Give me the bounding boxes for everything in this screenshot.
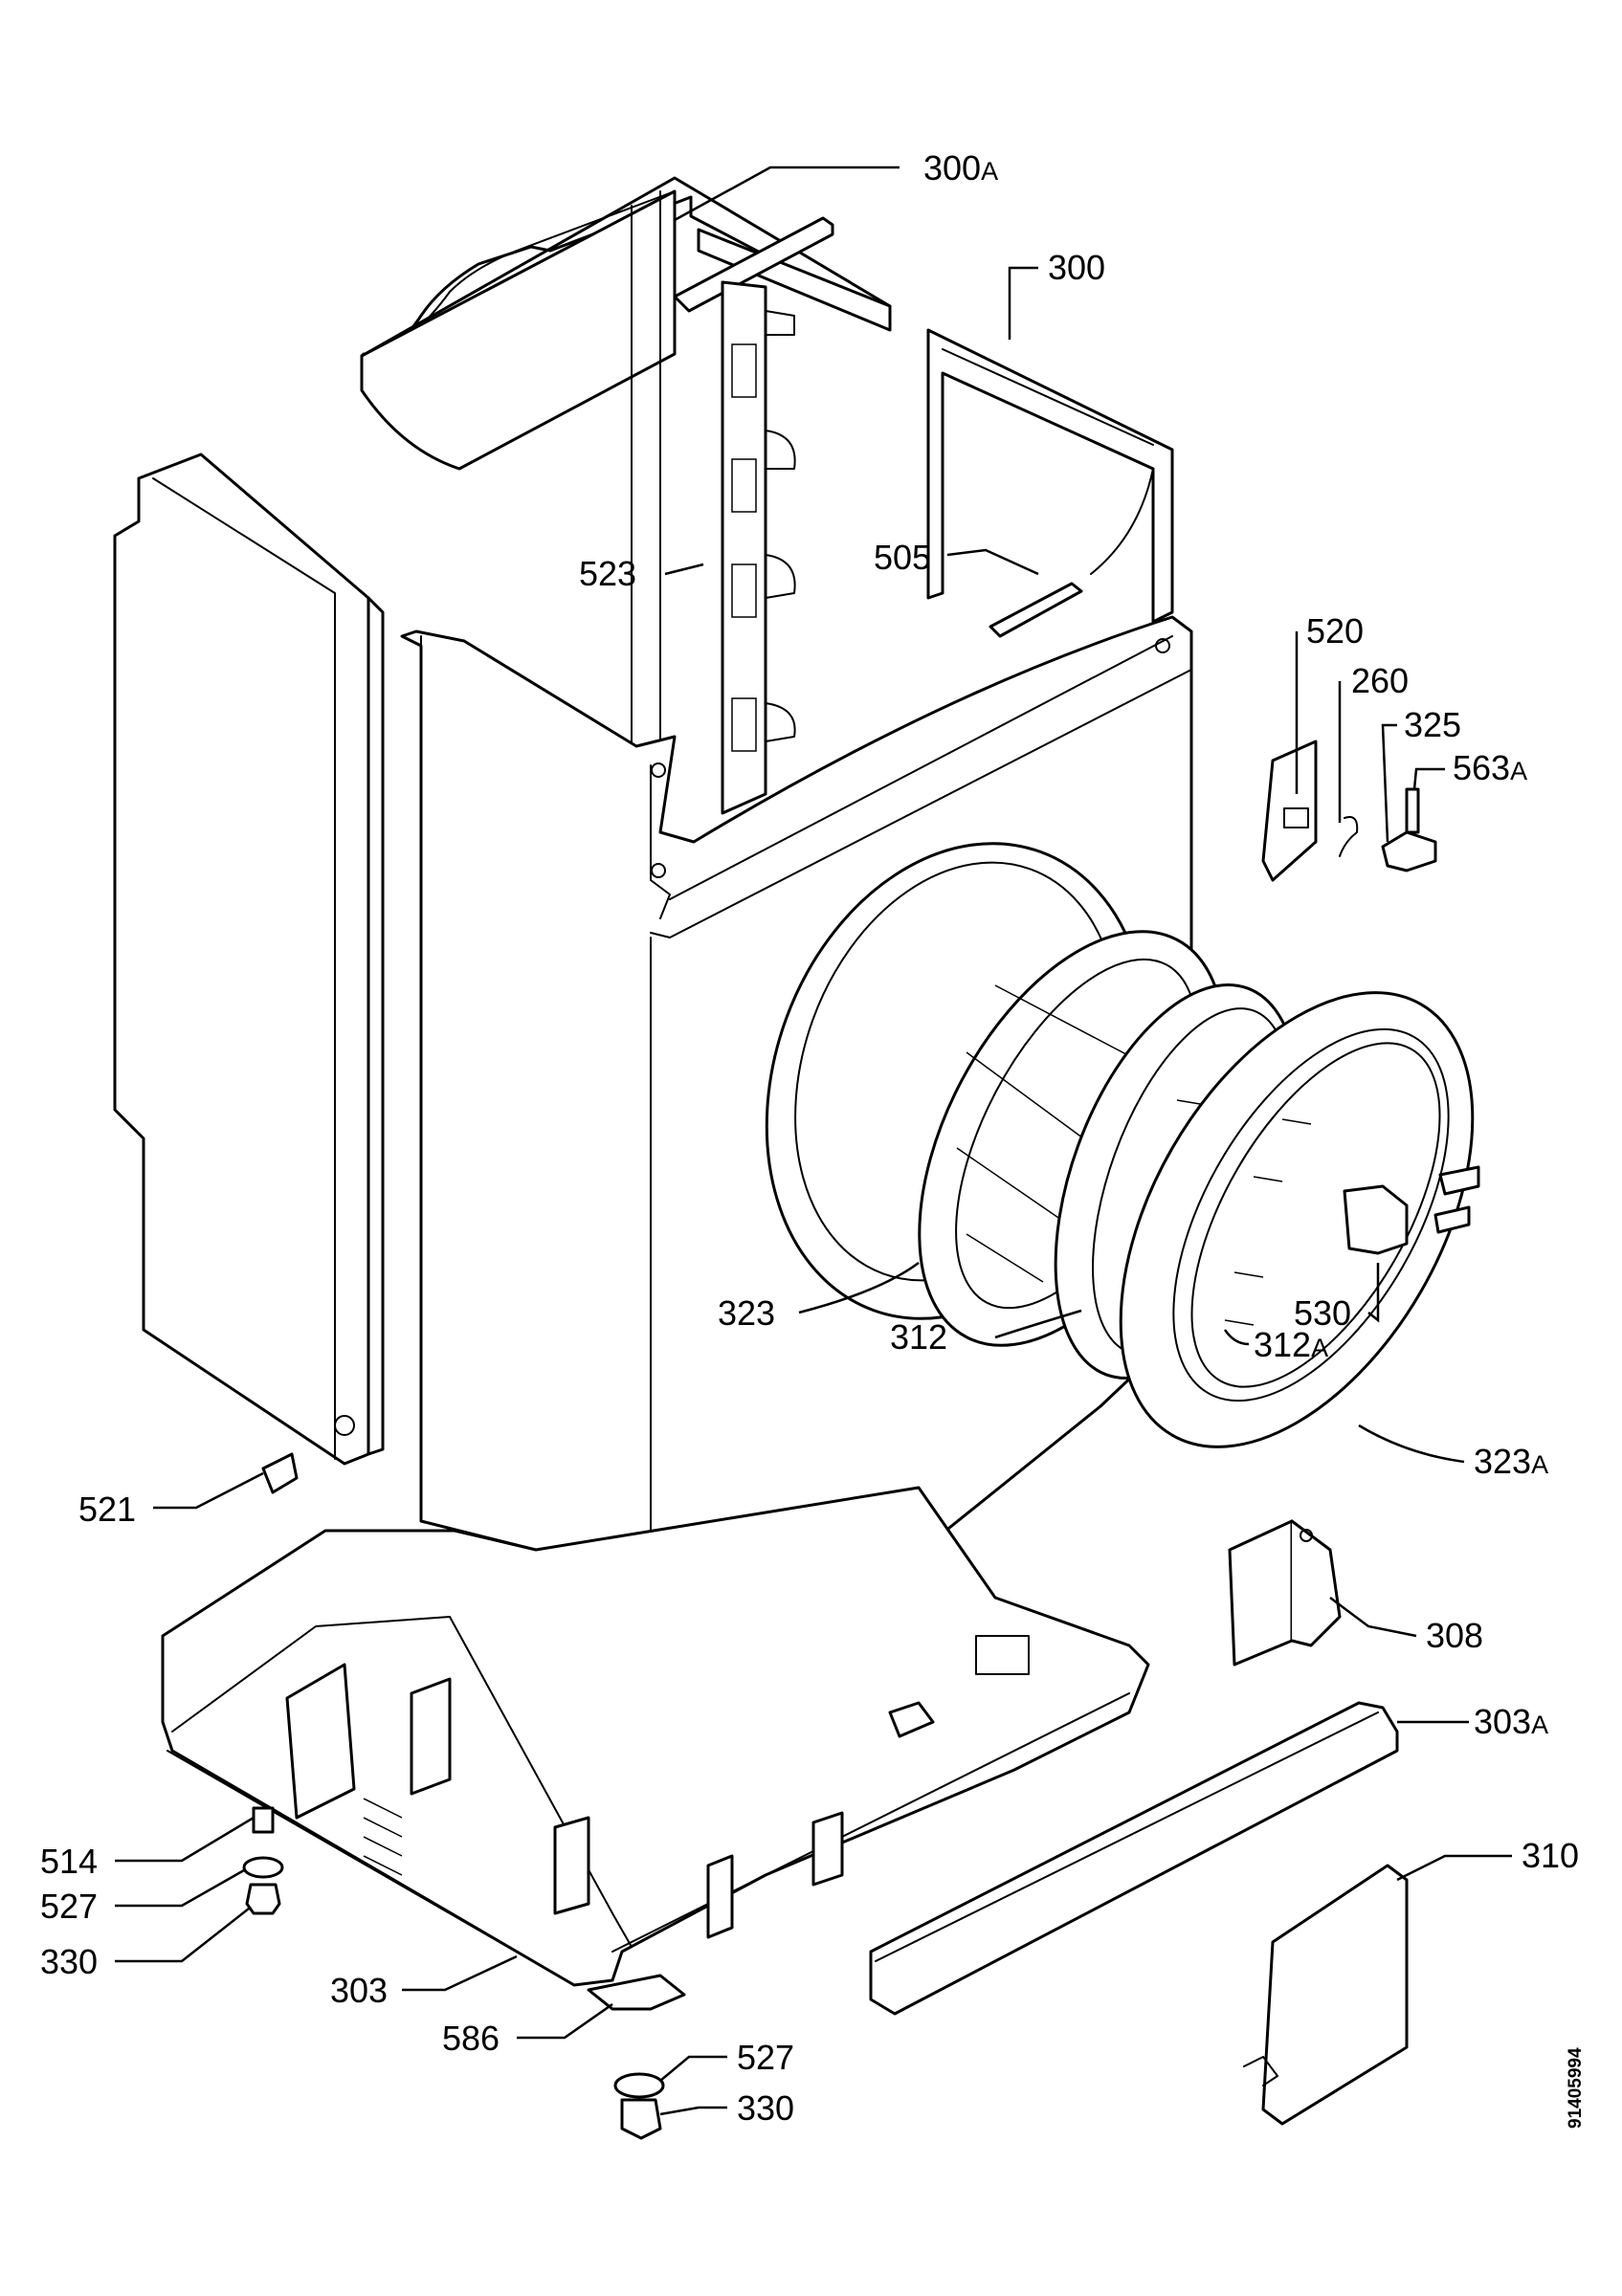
callout-330-right: 330 [737,2088,794,2128]
callout-303: 303 [330,1971,388,2010]
callout-514: 514 [40,1842,98,1881]
callout-312: 312 [890,1317,947,1357]
callout-586: 586 [442,2019,500,2058]
callout-308: 308 [1426,1616,1483,1655]
base-frame [161,1486,1150,1987]
filter-cover [1243,1864,1409,2126]
outer-door [1119,991,1480,1448]
callout-527-right: 527 [737,2038,794,2077]
callout-312A: 312A [1254,1325,1328,1364]
callout-330-left: 330 [40,1942,98,1981]
callout-530: 530 [1294,1293,1351,1333]
left-side-panel [113,453,385,1466]
callout-300: 300 [1048,248,1105,287]
callout-300A: 300A [923,148,998,188]
document-number: 91405994 [1566,2047,1586,2129]
cabinet-frame [360,176,1174,843]
door-hinge [1228,1519,1342,1667]
leader-lines [115,166,1512,2116]
callout-303A: 303A [1474,1702,1548,1741]
callout-323: 323 [718,1293,775,1333]
callout-505: 505 [874,538,931,577]
callout-labels: 300A 300 523 505 520 260 325 563A 323 31… [40,148,1579,2128]
feet-and-screws [242,1452,686,2140]
callout-527-left: 527 [40,1887,98,1926]
callout-310: 310 [1522,1836,1579,1875]
callout-260: 260 [1351,661,1409,700]
callout-563A: 563A [1453,748,1527,787]
callout-323A: 323A [1474,1442,1548,1481]
callout-325: 325 [1404,705,1461,744]
door-lock-parts [1261,740,1437,882]
front-strip [869,1701,1399,2016]
callout-523: 523 [579,554,636,593]
callout-521: 521 [78,1490,136,1529]
callout-520: 520 [1306,611,1364,651]
